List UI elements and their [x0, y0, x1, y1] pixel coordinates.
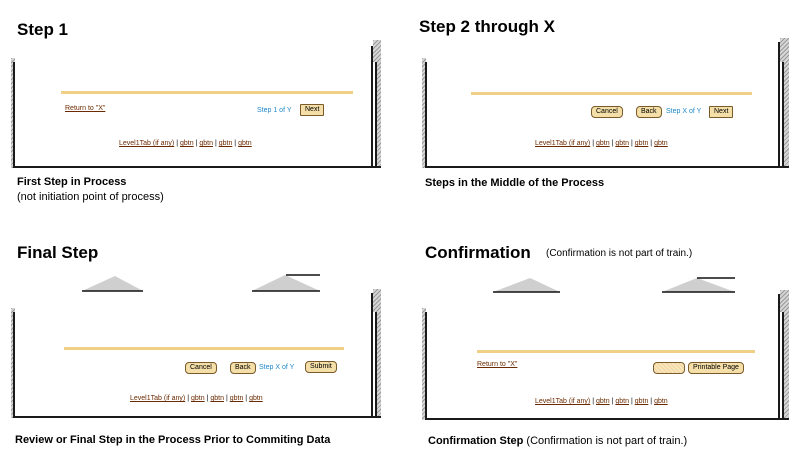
- step1-step-indicator: Step 1 of Y: [257, 107, 292, 114]
- final-step-indicator: Step X of Y: [259, 364, 295, 371]
- confirm-caption-main: Confirmation Step: [428, 435, 524, 447]
- gbtn-tab[interactable]: gbtn: [615, 398, 629, 405]
- confirm-return-link[interactable]: Return to "X": [477, 361, 518, 368]
- gbtn-tab[interactable]: gbtn: [238, 140, 252, 147]
- step2-next-button[interactable]: Next: [709, 106, 734, 118]
- gbtn-tab[interactable]: gbtn: [191, 395, 205, 402]
- gbtn-tab[interactable]: gbtn: [634, 398, 649, 405]
- level1-tab[interactable]: Level1Tab (if any): [130, 395, 186, 402]
- final-rule: [64, 347, 344, 350]
- gbtn-tab[interactable]: gbtn: [218, 140, 233, 147]
- final-cancel-button[interactable]: Cancel: [185, 362, 217, 374]
- gbtn-tab[interactable]: gbtn: [615, 140, 629, 147]
- gbtn-tab[interactable]: gbtn: [249, 395, 263, 402]
- confirm-empty-button[interactable]: [653, 362, 685, 374]
- level1-tab[interactable]: Level1Tab (if any): [119, 140, 175, 147]
- step1-next-button[interactable]: Next: [300, 104, 325, 116]
- step1-return-link[interactable]: Return to "X": [65, 105, 106, 112]
- confirm-title-note: (Confirmation is not part of train.): [546, 248, 693, 259]
- final-tab-bar: Level1Tab (if any) | gbtn | gbtn | gbtn …: [130, 395, 263, 402]
- confirm-rule: [477, 350, 755, 353]
- confirm-tab-bar: Level1Tab (if any) | gbtn | gbtn | gbtn …: [535, 398, 668, 405]
- confirm-printable-page-button[interactable]: Printable Page: [688, 362, 744, 374]
- step2-cancel-button[interactable]: Cancel: [591, 106, 623, 118]
- final-caption: Review or Final Step in the Process Prio…: [15, 434, 331, 446]
- confirm-decoration-triangles: [493, 277, 735, 293]
- confirm-caption-note: (Confirmation is not part of train.): [526, 435, 688, 447]
- level1-tab[interactable]: Level1Tab (if any): [535, 140, 591, 147]
- step2-rule: [471, 92, 752, 95]
- level1-tab[interactable]: Level1Tab (if any): [535, 398, 591, 405]
- step2-caption: Steps in the Middle of the Process: [425, 177, 605, 189]
- step2-tab-bar: Level1Tab (if any) | gbtn | gbtn | gbtn …: [535, 140, 668, 147]
- confirm-caption: Confirmation Step (Confirmation is not p…: [428, 435, 687, 447]
- confirm-title: Confirmation: [425, 243, 531, 262]
- step1-tab-bar: Level1Tab (if any) | gbtn | gbtn | gbtn …: [119, 140, 252, 147]
- gbtn-tab[interactable]: gbtn: [654, 398, 668, 405]
- final-decoration-triangles: [82, 274, 320, 292]
- step1-caption-sub: (not initiation point of process): [17, 191, 164, 203]
- final-back-button[interactable]: Back: [230, 362, 256, 374]
- step2-back-button[interactable]: Back: [636, 106, 662, 118]
- step2-title: Step 2 through X: [419, 17, 555, 36]
- gbtn-tab[interactable]: gbtn: [634, 140, 649, 147]
- step1-caption: First Step in Process: [17, 176, 127, 188]
- gbtn-tab[interactable]: gbtn: [596, 398, 610, 405]
- final-submit-button[interactable]: Submit: [305, 361, 337, 373]
- gbtn-tab[interactable]: gbtn: [210, 395, 224, 402]
- step1-rule: [61, 91, 353, 94]
- step1-title: Step 1: [17, 20, 69, 39]
- step2-step-indicator: Step X of Y: [666, 108, 702, 115]
- gbtn-tab[interactable]: gbtn: [199, 140, 213, 147]
- gbtn-tab[interactable]: gbtn: [180, 140, 194, 147]
- final-title: Final Step: [17, 243, 99, 262]
- gbtn-tab[interactable]: gbtn: [229, 395, 244, 402]
- gbtn-tab[interactable]: gbtn: [596, 140, 610, 147]
- gbtn-tab[interactable]: gbtn: [654, 140, 668, 147]
